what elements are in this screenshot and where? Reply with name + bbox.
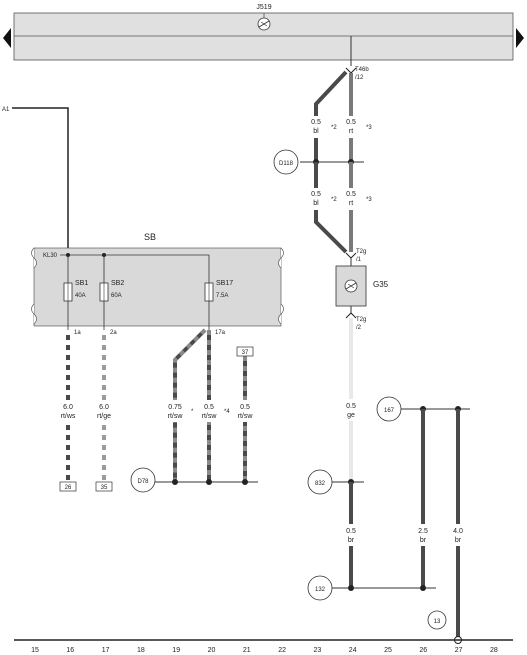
wire-label-size: 0.5 [346, 403, 356, 410]
fuse-rating: 7.5A [216, 293, 228, 299]
connector-t2g-top-pin: /1 [356, 257, 362, 263]
column-number: 15 [31, 647, 39, 654]
sensor-label-g35: G35 [373, 280, 389, 289]
wire-bl-lower [314, 162, 348, 254]
ground-label: 13 [434, 619, 441, 625]
wire-label-note: *3 [366, 197, 372, 203]
column-number: 23 [314, 647, 322, 654]
wire-label-size: 0.75 [168, 404, 182, 411]
ref-label: 26 [65, 485, 72, 491]
column-number: 21 [243, 647, 251, 654]
arrow-left-icon[interactable] [3, 28, 11, 48]
connector-t2g-top-icon [345, 252, 357, 259]
wire-label-note: *2 [331, 125, 337, 131]
column-number: 18 [137, 647, 145, 654]
wire-label-size: 0.5 [240, 404, 250, 411]
wire-label-color: br [420, 537, 427, 544]
wire-label-note: * [191, 409, 194, 415]
wire-label-color: rt/sw [238, 413, 254, 420]
wire-label-color: br [455, 537, 462, 544]
ground-point-d118 [273, 149, 299, 175]
bus-label-kl30: KL30 [43, 253, 58, 259]
wire-label-note: *3 [366, 125, 372, 131]
wire-label-color: ge [347, 412, 355, 419]
fuse-pin: 1a [74, 330, 81, 336]
wire-label-size: 0.5 [346, 119, 356, 126]
fuse-name: SB17 [216, 280, 233, 287]
connector-t2g-top-label: T2g [356, 249, 366, 255]
column-number: 28 [490, 647, 498, 654]
ref-label: 35 [101, 485, 108, 491]
wire-label-color: bl [313, 128, 319, 135]
wire-label-size: 0.5 [311, 119, 321, 126]
wire-label-size: 6.0 [63, 404, 73, 411]
wire-label-color: rt/ge [97, 413, 111, 420]
connector-t46b-pin: /12 [355, 75, 364, 81]
ground-label: 167 [384, 408, 395, 414]
column-number: 20 [208, 647, 216, 654]
ground-label: D78 [137, 479, 149, 485]
fuse-box-title: SB [144, 232, 156, 242]
fuse-pin: 17a [215, 330, 226, 336]
wire-label-size: 2.5 [418, 528, 428, 535]
column-number: 17 [102, 647, 110, 654]
wire-label-note: *2 [331, 197, 337, 203]
wire-label-color: rt [349, 200, 353, 207]
wire-label-size: 6.0 [99, 404, 109, 411]
ref-label: 37 [242, 350, 249, 356]
connector-t46b-label: T46b [355, 67, 369, 73]
connector-t2g-bottom-label: T2g [356, 317, 366, 323]
ref-box-26 [59, 481, 77, 492]
ref-box-37 [236, 346, 254, 357]
wire-bl-upper [314, 70, 348, 162]
connector-t2g-bottom-pin: /2 [356, 325, 362, 331]
column-number: 25 [384, 647, 392, 654]
wire-a1 [12, 107, 69, 255]
fuse-box-sb [33, 247, 282, 327]
wire-label-size: 0.5 [346, 191, 356, 198]
wire-label-size: 0.5 [204, 404, 214, 411]
wire-label-size: 0.5 [311, 191, 321, 198]
fuse-rating: 60A [111, 293, 122, 299]
connector-t2g-bottom-icon [345, 312, 357, 319]
ground-label: 832 [315, 481, 326, 487]
component-label-j519: J519 [256, 4, 271, 11]
ground-label: D118 [279, 161, 294, 167]
wire-rtsw-a [173, 328, 207, 482]
fuse-name: SB2 [111, 280, 124, 287]
edge-ref-a1: A1 [2, 107, 10, 113]
fuse-rating: 40A [75, 293, 86, 299]
wire-label-color: bl [313, 200, 319, 207]
fuse-pin: 2a [110, 330, 117, 336]
arrow-right-icon[interactable] [516, 28, 524, 48]
column-numbers: 15 16 17 18 19 20 21 22 23 24 25 26 27 28 [31, 647, 498, 654]
wire-label-note: *4 [224, 409, 230, 415]
column-number: 19 [172, 647, 180, 654]
column-number: 16 [66, 647, 74, 654]
column-number: 22 [278, 647, 286, 654]
ground-label: 132 [315, 587, 326, 593]
ref-box-35 [95, 481, 113, 492]
wire-label-color: rt/ws [61, 413, 76, 420]
column-number: 24 [349, 647, 357, 654]
wire-label-color: rt/sw [202, 413, 218, 420]
column-number: 27 [455, 647, 463, 654]
ground-point-d78 [130, 467, 156, 493]
ground-symbol-icon [257, 17, 271, 31]
ground-point-13 [427, 610, 447, 630]
fuse-name: SB1 [75, 280, 88, 287]
wire-label-color: rt/sw [168, 413, 184, 420]
column-number: 26 [419, 647, 427, 654]
wire-label-color: rt [349, 128, 353, 135]
wire-label-size: 4.0 [453, 528, 463, 535]
sensor-symbol-icon [344, 279, 358, 293]
wire-label-color: br [348, 537, 355, 544]
wire-label-size: 0.5 [346, 528, 356, 535]
